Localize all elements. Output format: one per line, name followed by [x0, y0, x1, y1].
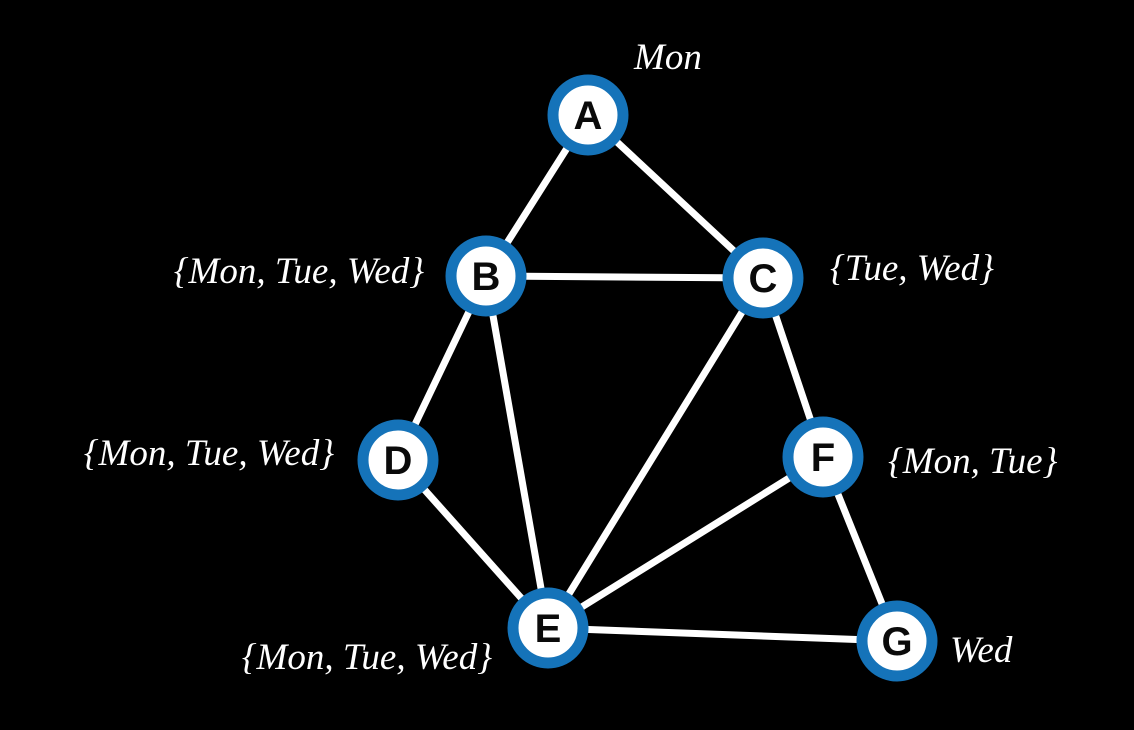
- edge-E-F: [544, 453, 827, 632]
- domain-label-E: {Mon, Tue, Wed}: [242, 637, 492, 678]
- domain-label-F: {Mon, Tue}: [888, 441, 1058, 482]
- node-E: E: [507, 587, 589, 669]
- node-circle-E: [507, 587, 589, 669]
- nodes-layer: A B C D E F G: [357, 74, 938, 682]
- edge-B-E: [482, 272, 552, 632]
- node-circle-A: [547, 74, 629, 156]
- node-letter-D: D: [384, 439, 413, 483]
- node-circle-G: [856, 600, 938, 682]
- node-letter-A: A: [574, 94, 603, 138]
- domain-label-C: {Tue, Wed}: [830, 248, 994, 289]
- node-F: F: [782, 416, 864, 498]
- node-circle-D: [357, 419, 439, 501]
- node-circle-C: [722, 237, 804, 319]
- node-circle-F: [782, 416, 864, 498]
- edge-E-G: [544, 624, 901, 645]
- node-A: A: [547, 74, 629, 156]
- domain-label-G: Wed: [950, 630, 1013, 671]
- node-C: C: [722, 237, 804, 319]
- edges-layer: [394, 111, 901, 645]
- node-letter-C: C: [749, 257, 778, 301]
- node-letter-F: F: [811, 436, 835, 480]
- edge-C-E: [544, 274, 767, 632]
- node-letter-B: B: [472, 255, 501, 299]
- labels-layer: Mon {Mon, Tue, Wed} {Tue, Wed} {Mon, Tue, W…: [84, 37, 1058, 678]
- node-letter-G: G: [881, 620, 912, 664]
- edge-B-C: [482, 272, 767, 282]
- node-letter-E: E: [535, 607, 562, 651]
- node-D: D: [357, 419, 439, 501]
- domain-label-D: {Mon, Tue, Wed}: [84, 433, 334, 474]
- domain-label-B: {Mon, Tue, Wed}: [174, 251, 424, 292]
- node-G: G: [856, 600, 938, 682]
- node-B: B: [445, 235, 527, 317]
- domain-label-A: Mon: [633, 37, 702, 78]
- node-circle-B: [445, 235, 527, 317]
